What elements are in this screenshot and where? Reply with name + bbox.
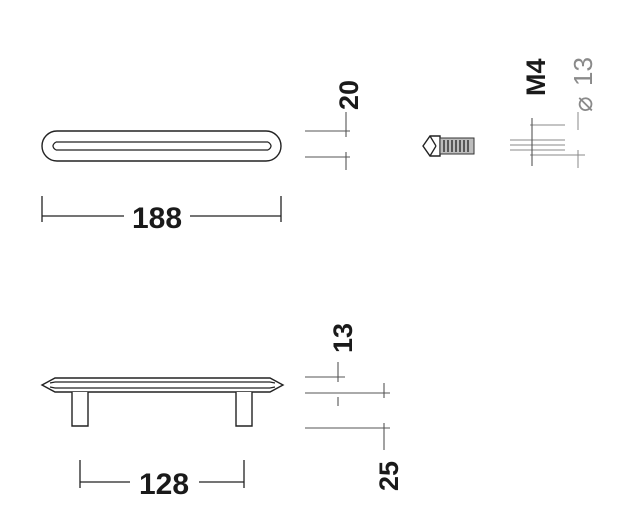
center-distance-label: 128: [139, 468, 189, 501]
handle-side-view: [40, 377, 285, 427]
width-dimension: 20: [305, 80, 364, 170]
screw: [422, 135, 475, 157]
screw-dimension-lines: [510, 112, 585, 168]
handle-right-leg: [235, 392, 253, 427]
thread-label: M4: [521, 58, 551, 96]
handle-top-left-cap: [52, 141, 57, 151]
length-label: 188: [132, 202, 182, 235]
center-distance-dimension: 128: [79, 460, 245, 501]
diameter-symbol: ⌀: [568, 96, 598, 112]
handle-top-view: [41, 130, 282, 162]
handle-left-leg: [71, 392, 89, 427]
height-top-label: 13: [328, 323, 358, 353]
height-dimension-lines: [305, 362, 390, 450]
handle-top-outline: [41, 130, 282, 162]
diameter-label: 13: [568, 57, 598, 86]
screw-thread: [439, 137, 475, 155]
width-label: 20: [334, 80, 364, 110]
handle-top-right-cap: [267, 141, 272, 151]
height-total-label: 25: [374, 461, 404, 491]
handle-side-bar: [40, 377, 285, 393]
length-dimension: 188: [41, 196, 282, 235]
